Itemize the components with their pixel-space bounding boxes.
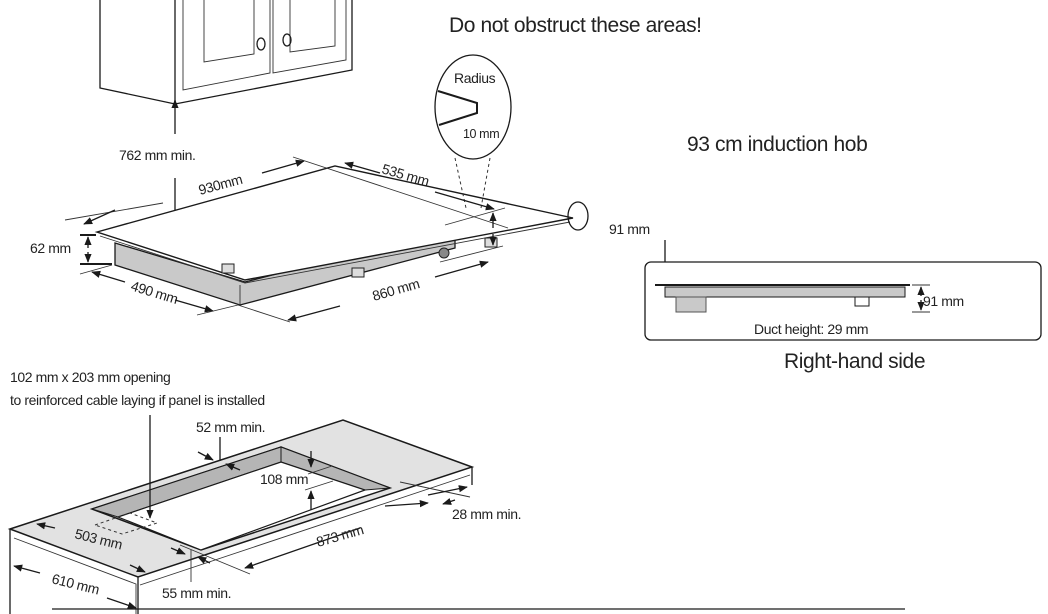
cabinet-knob-icon [282, 33, 292, 47]
body-width-dimension: 860 mm [370, 275, 421, 304]
hob-depth-dimension: 535 mm [380, 161, 431, 190]
side-height-dimension: 91 mm [923, 293, 964, 309]
cabinet-knob-icon [256, 37, 266, 51]
cut-front-depth-dimension: 108 mm [260, 471, 308, 487]
clearance-dimension: 762 mm min. [119, 147, 196, 163]
radius-detail-marker [567, 201, 589, 231]
body-height-dimension: 62 mm [30, 240, 71, 256]
side-view-panel [644, 240, 1042, 341]
radius-value: 10 mm [463, 127, 499, 141]
opening-note-line1: 102 mm x 203 mm opening [10, 369, 170, 385]
back-clearance-dimension: 52 mm min. [196, 419, 265, 435]
vent-icon [351, 267, 365, 278]
worktop-depth-dimension: 610 mm [50, 570, 101, 597]
product-title: 93 cm induction hob [687, 133, 867, 156]
front-clearance-dimension: 55 mm min. [162, 585, 231, 601]
side-view-title: Right-hand side [784, 350, 925, 373]
cut-width-dimension: 873 mm [314, 521, 365, 550]
cut-depth-dimension: 503 mm [73, 525, 124, 552]
hob-width-dimension: 930mm [197, 171, 244, 198]
body-depth-dimension: 490 mm [129, 278, 180, 307]
warning-heading: Do not obstruct these areas! [449, 14, 702, 37]
side-clearance-dimension: 28 mm min. [452, 506, 521, 522]
duct-height-label: Duct height: 29 mm [754, 321, 868, 337]
radius-label: Radius [454, 70, 496, 86]
foot-icon [438, 247, 450, 259]
hob-height-dimension: 91 mm [609, 221, 650, 237]
worktop-cutout-drawing [7, 419, 905, 614]
vent-icon [221, 263, 235, 274]
opening-note-line2: to reinforced cable laying if panel is i… [10, 392, 265, 408]
radius-detail [434, 54, 512, 160]
hob-drawing [94, 157, 589, 306]
